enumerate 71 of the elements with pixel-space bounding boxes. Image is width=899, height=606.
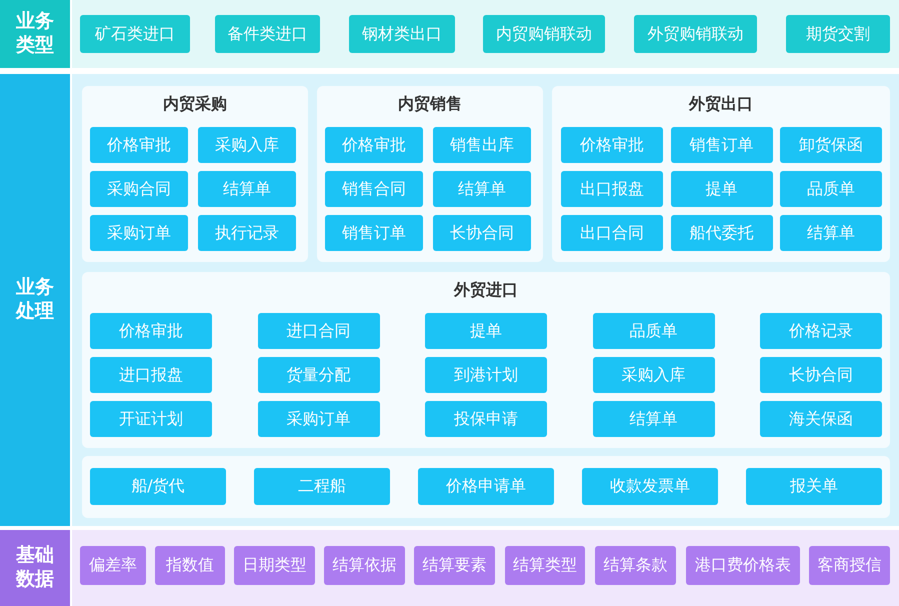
module-tag: 货量分配: [258, 357, 380, 393]
module-tag: 品质单: [592, 313, 714, 349]
module-tag: 外贸购销联动: [634, 15, 757, 53]
module-tag: 销售出库: [433, 127, 531, 163]
module-tag: 港口费价格表: [686, 546, 800, 585]
band-label: 业务类型: [15, 10, 55, 58]
module-tag: 采购入库: [592, 357, 714, 393]
module-tag: 价格申请单: [418, 468, 554, 505]
band-panel: [0, 530, 899, 606]
module-tag: 进口报盘: [90, 357, 212, 393]
group-title: 外贸进口: [452, 280, 519, 301]
module-tag: 偏差率: [80, 546, 146, 585]
module-tag: 指数值: [155, 546, 225, 585]
group-panel: [552, 86, 890, 262]
module-tag: 备件类进口: [215, 15, 320, 53]
module-tag: 出口报盘: [561, 171, 663, 207]
module-tag: 结算类型: [505, 546, 585, 585]
module-tag: 采购入库: [198, 127, 296, 163]
module-tag: 销售订单: [670, 127, 772, 163]
module-tag: 价格审批: [325, 127, 423, 163]
module-tag: 开证计划: [90, 401, 212, 437]
module-tag: 矿石类进口: [80, 15, 190, 53]
module-tag: 客商授信: [809, 546, 890, 585]
group-panel: [82, 272, 890, 448]
module-tag: 销售合同: [325, 171, 423, 207]
module-tag: 长协合同: [760, 357, 882, 393]
module-tag: 结算单: [592, 401, 714, 437]
module-tag: 价格记录: [760, 313, 882, 349]
module-tag: 期货交割: [786, 15, 890, 53]
group-title: 内贸销售: [397, 94, 463, 115]
module-tag: 提单: [425, 313, 547, 349]
module-tag: 品质单: [780, 171, 882, 207]
module-tag: 进口合同: [258, 313, 380, 349]
module-tag: 海关保函: [760, 401, 882, 437]
module-tag: 二程船: [254, 468, 390, 505]
module-tag: 到港计划: [425, 357, 547, 393]
module-tag: 价格审批: [90, 313, 212, 349]
module-tag: 船代委托: [670, 215, 772, 251]
module-tag: 采购合同: [90, 171, 188, 207]
module-tag: 内贸购销联动: [483, 15, 605, 53]
module-tag: 结算依据: [324, 546, 405, 585]
module-tag: 日期类型: [234, 546, 315, 585]
group-title: 外贸出口: [688, 94, 754, 115]
module-tag: 结算单: [780, 215, 882, 251]
group-panel: [82, 86, 308, 262]
module-tag: 长协合同: [433, 215, 531, 251]
module-tag: 提单: [670, 171, 772, 207]
band-panel: [0, 0, 899, 68]
module-tag: 采购订单: [90, 215, 188, 251]
module-tag: 价格审批: [561, 127, 663, 163]
group-title: 内贸采购: [162, 94, 228, 115]
module-tag: 价格审批: [90, 127, 188, 163]
module-tag: 卸货保函: [780, 127, 882, 163]
module-tag: 报关单: [746, 468, 882, 505]
module-tag: 采购订单: [258, 401, 380, 437]
band-panel: [0, 74, 899, 526]
module-tag: 结算单: [433, 171, 531, 207]
module-tag: 结算要素: [414, 546, 495, 585]
band-label: 业务处理: [15, 276, 55, 324]
module-tag: 钢材类出口: [349, 15, 455, 53]
module-tag: 执行记录: [198, 215, 296, 251]
module-tag: 收款发票单: [582, 468, 718, 505]
module-tag: 船/货代: [90, 468, 226, 505]
band-label: 基础数据: [15, 544, 55, 592]
module-tag: 出口合同: [561, 215, 663, 251]
module-tag: 结算单: [198, 171, 296, 207]
module-tag: 投保申请: [425, 401, 547, 437]
group-panel: [317, 86, 543, 262]
module-tag: 销售订单: [325, 215, 423, 251]
module-tag: 结算条款: [595, 546, 676, 585]
group-panel: [82, 456, 890, 518]
